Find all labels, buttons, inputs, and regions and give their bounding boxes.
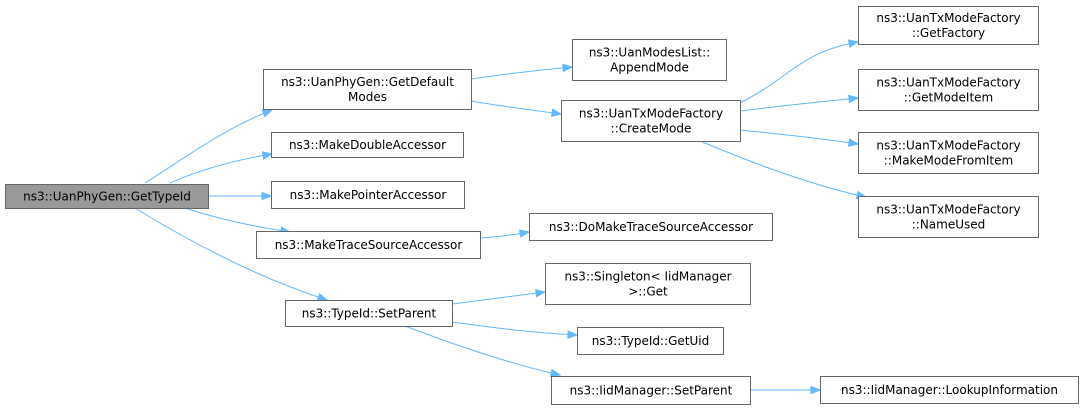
edge-typeIdSetParent-to-iidSetParent (404, 325, 561, 376)
node-box[interactable] (5, 184, 209, 209)
node-doMakeTraceSourceAccessor[interactable]: ns3::DoMakeTraceSourceAccessor (529, 213, 773, 241)
node-box[interactable] (858, 196, 1039, 238)
node-label: ns3::Singleton< IidManager (564, 270, 731, 284)
edge-createMode-to-makeModeFromItem (739, 129, 859, 145)
node-label: ns3::UanTxModeFactory (579, 107, 723, 121)
node-makeDoubleAccessor[interactable]: ns3::MakeDoubleAccessor (271, 132, 464, 158)
edge-root-to-getDefaultModes (144, 109, 273, 184)
node-box[interactable] (561, 100, 741, 142)
node-lookupInformation[interactable]: ns3::IidManager::LookupInformation (820, 376, 1079, 404)
node-box[interactable] (858, 6, 1039, 45)
node-getFactory[interactable]: ns3::UanTxModeFactory::GetFactory (858, 6, 1039, 45)
node-box[interactable] (858, 132, 1039, 174)
node-iidSetParent[interactable]: ns3::IidManager::SetParent (551, 376, 751, 405)
node-label: ns3::IidManager::LookupInformation (841, 383, 1058, 397)
edge-typeIdSetParent-to-singletonGet-arrowhead (535, 288, 547, 298)
edge-getDefaultModes-to-appendMode-arrowhead (562, 63, 574, 73)
edge-createMode-to-getModeItem (739, 97, 859, 112)
node-label: ::NameUsed (912, 218, 986, 232)
node-makeModeFromItem[interactable]: ns3::UanTxModeFactory::MakeModeFromItem (858, 132, 1039, 174)
edge-createMode-to-makeModeFromItem-arrowhead (847, 138, 860, 147)
node-box[interactable] (551, 376, 751, 405)
edge-createMode-to-getFactory-arrowhead (847, 39, 860, 48)
edge-getDefaultModes-to-createMode (470, 100, 562, 115)
edge-root-to-makeDoubleAccessor (169, 153, 273, 184)
node-label: ns3::TypeId::SetParent (302, 307, 437, 321)
node-label: ns3::MakeTraceSourceAccessor (275, 238, 463, 252)
node-box[interactable] (285, 300, 453, 327)
node-nameUsed[interactable]: ns3::UanTxModeFactory::NameUsed (858, 196, 1039, 238)
node-label: ns3::UanTxModeFactory (876, 11, 1020, 25)
edge-getDefaultModes-to-createMode-arrowhead (551, 108, 563, 118)
call-nodes: ns3::UanPhyGen::GetTypeId ns3::UanPhyGen:… (5, 6, 1079, 405)
edge-typeIdSetParent-to-iidSetParent-arrowhead (549, 368, 562, 378)
edge-root-to-typeIdSetParent-arrowhead (316, 292, 329, 302)
node-box[interactable] (271, 181, 465, 209)
node-label: >::Get (628, 285, 668, 299)
node-label: ns3::DoMakeTraceSourceAccessor (549, 220, 753, 234)
edge-typeIdSetParent-to-singletonGet (451, 291, 546, 305)
node-appendMode[interactable]: ns3::UanModesList::AppendMode (572, 39, 727, 81)
node-box[interactable] (858, 69, 1039, 111)
node-label: ns3::UanModesList:: (589, 46, 710, 60)
node-typeIdSetParent[interactable]: ns3::TypeId::SetParent (285, 300, 453, 327)
node-root[interactable]: ns3::UanPhyGen::GetTypeId (5, 184, 209, 209)
node-box[interactable] (577, 327, 724, 355)
node-label: ns3::MakeDoubleAccessor (289, 138, 446, 152)
node-label: ::GetFactory (912, 26, 985, 40)
node-box[interactable] (572, 39, 727, 81)
edge-root-to-getDefaultModes-arrowhead (261, 109, 274, 118)
node-box[interactable] (820, 376, 1079, 404)
node-label: ns3::TypeId::GetUid (592, 334, 710, 348)
node-label: ns3::UanTxModeFactory (876, 76, 1020, 90)
edge-createMode-to-nameUsed (699, 140, 867, 198)
node-label: ns3::MakePointerAccessor (290, 188, 447, 202)
edge-root-to-makeTraceSourceAccessor (184, 207, 291, 233)
node-label: Modes (348, 90, 387, 104)
node-box[interactable] (256, 231, 481, 259)
node-createMode[interactable]: ns3::UanTxModeFactory::CreateMode (561, 100, 741, 142)
node-label: ns3::IidManager::SetParent (570, 384, 733, 398)
edge-root-to-makePointerAccessor-arrowhead (261, 191, 273, 201)
node-label: ::CreateMode (611, 122, 692, 136)
edge-root-to-makeDoubleAccessor-arrowhead (261, 151, 274, 160)
edge-iidSetParent-to-lookupInformation-arrowhead (810, 385, 822, 395)
edge-createMode-to-getModeItem-arrowhead (848, 94, 860, 104)
edge-getDefaultModes-to-appendMode (470, 66, 573, 80)
node-label: ns3::UanTxModeFactory (876, 139, 1020, 153)
node-label: AppendMode (610, 61, 689, 75)
edge-typeIdSetParent-to-getUid (451, 321, 578, 336)
node-getUid[interactable]: ns3::TypeId::GetUid (577, 327, 724, 355)
edge-createMode-to-getFactory (739, 41, 859, 104)
node-makePointerAccessor[interactable]: ns3::MakePointerAccessor (271, 181, 465, 209)
node-box[interactable] (271, 132, 464, 158)
node-label: ns3::UanPhyGen::GetTypeId (23, 190, 191, 204)
node-box[interactable] (529, 213, 773, 241)
edge-root-to-typeIdSetParent (134, 207, 328, 301)
edge-makeTraceSourceAccessor-to-doMakeTraceSourceAccessor-arrowhead (518, 229, 531, 238)
node-makeTraceSourceAccessor[interactable]: ns3::MakeTraceSourceAccessor (256, 231, 481, 259)
node-label: ::MakeModeFromItem (884, 154, 1013, 168)
node-singletonGet[interactable]: ns3::Singleton< IidManager>::Get (545, 263, 751, 305)
edge-typeIdSetParent-to-getUid-arrowhead (567, 330, 579, 339)
node-box[interactable] (545, 263, 751, 305)
node-box[interactable] (263, 69, 472, 110)
node-label: ns3::UanTxModeFactory (876, 203, 1020, 217)
node-getModeItem[interactable]: ns3::UanTxModeFactory::GetModeItem (858, 69, 1039, 111)
node-label: ns3::UanPhyGen::GetDefault (281, 75, 454, 89)
node-label: ::GetModeItem (904, 91, 993, 105)
